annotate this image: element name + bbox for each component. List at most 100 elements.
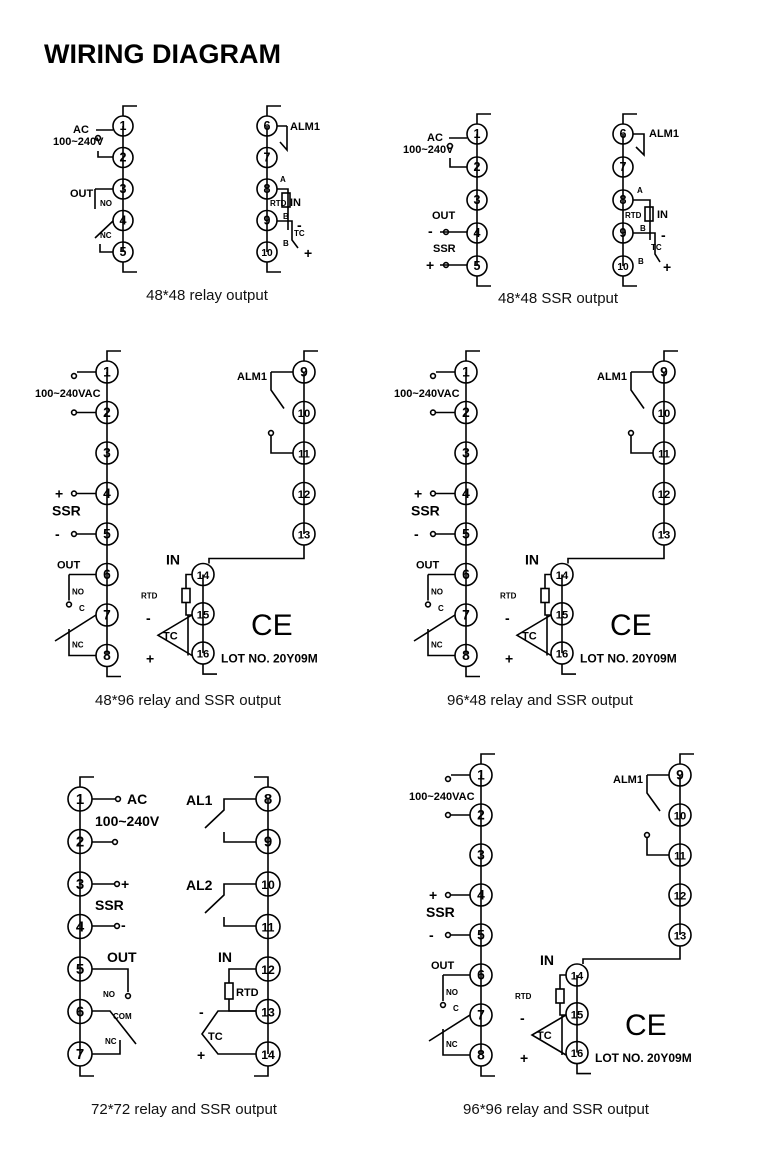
minus-label: - bbox=[520, 1010, 525, 1026]
terminal-number: 16 bbox=[556, 649, 568, 661]
strip-end bbox=[561, 664, 576, 675]
terminal-lug bbox=[444, 775, 452, 783]
bus-link bbox=[208, 545, 305, 564]
alarm-label: ALM1 bbox=[290, 121, 320, 133]
plus-label: + bbox=[663, 259, 671, 275]
rtd-wire bbox=[228, 968, 256, 983]
terminal-number: 5 bbox=[477, 928, 485, 943]
alarm-lead bbox=[646, 838, 669, 856]
plus-label: + bbox=[520, 1050, 528, 1066]
no-label: NO bbox=[72, 588, 84, 597]
terminal-circle bbox=[565, 1001, 589, 1026]
alarm-1-label: AL1 bbox=[186, 792, 213, 808]
terminal-circle bbox=[292, 400, 316, 425]
terminal-number: 3 bbox=[103, 446, 111, 461]
out-label: OUT bbox=[431, 960, 455, 972]
terminal-number: 5 bbox=[76, 961, 84, 978]
input-label: IN bbox=[540, 952, 554, 968]
diagram-caption: 48*48 relay output bbox=[146, 287, 269, 304]
strip-end bbox=[476, 276, 491, 287]
relay-switch bbox=[94, 220, 114, 239]
plus-label: + bbox=[197, 1047, 205, 1063]
voltage-label: 100~240VAC bbox=[35, 388, 101, 400]
terminal-number: 6 bbox=[477, 968, 485, 983]
terminal-number: 2 bbox=[474, 160, 481, 174]
terminal-number: 6 bbox=[76, 1004, 84, 1021]
terminal-lug bbox=[70, 490, 78, 497]
rtd-wire-2 bbox=[228, 999, 256, 1012]
terminal-circle bbox=[191, 641, 215, 665]
terminal-number: 8 bbox=[264, 791, 272, 808]
strip-end bbox=[266, 105, 281, 116]
lot-number: LOT NO. 20Y09M bbox=[595, 1051, 692, 1065]
diagram-caption: 96*48 relay and SSR output bbox=[447, 692, 634, 709]
terminal-lug bbox=[114, 795, 122, 803]
terminal-lug bbox=[113, 880, 121, 888]
terminal-number: 7 bbox=[103, 608, 111, 623]
out-label: OUT bbox=[416, 560, 440, 572]
terminal-number: 7 bbox=[477, 1008, 485, 1023]
rtd-label: RTD bbox=[515, 992, 532, 1001]
terminal-lug bbox=[643, 831, 651, 839]
terminal-circle bbox=[652, 481, 676, 506]
ssr-label: SSR bbox=[411, 503, 440, 519]
terminal-circle bbox=[454, 441, 478, 465]
terminal-circle bbox=[466, 123, 488, 145]
strip-end bbox=[480, 753, 495, 764]
bus-link bbox=[582, 946, 681, 964]
terminal-number: 2 bbox=[103, 405, 111, 420]
no-label: NO bbox=[446, 988, 458, 997]
terminal-circle bbox=[466, 189, 488, 211]
terminal-lug bbox=[442, 228, 450, 236]
relay-switch bbox=[92, 1010, 137, 1045]
rtd-wire bbox=[633, 199, 651, 240]
relay-switch bbox=[428, 1014, 471, 1042]
ac-label: AC bbox=[73, 124, 89, 136]
plus-label: + bbox=[429, 887, 437, 903]
terminal-number: 14 bbox=[556, 570, 569, 582]
terminal-number: 7 bbox=[264, 151, 271, 165]
rtd-resistor bbox=[555, 988, 565, 1004]
ssr-label: SSR bbox=[426, 904, 455, 920]
voltage-label: 100~240V bbox=[403, 144, 454, 156]
terminal-number: 15 bbox=[197, 609, 209, 621]
alarm-label: ALM1 bbox=[597, 371, 627, 383]
terminal-number: 11 bbox=[658, 449, 670, 461]
out-label: OUT bbox=[70, 188, 94, 200]
terminal-number: 10 bbox=[261, 878, 275, 892]
plus-label: + bbox=[426, 257, 434, 273]
terminal-number: 2 bbox=[120, 151, 127, 165]
terminal-lug bbox=[429, 372, 437, 380]
voltage-label: 100~240VAC bbox=[394, 388, 460, 400]
terminal-b-label: B bbox=[283, 212, 289, 221]
strip-end bbox=[106, 350, 121, 361]
alarm-2-label: AL2 bbox=[186, 877, 213, 893]
terminal-lug bbox=[627, 429, 635, 437]
terminal-number: 12 bbox=[674, 891, 686, 903]
terminal-lug bbox=[267, 429, 275, 437]
c-label: C bbox=[453, 1004, 459, 1013]
strip-end bbox=[622, 276, 637, 287]
rtd-label: RTD bbox=[500, 592, 517, 601]
nc-label: NC bbox=[72, 641, 84, 650]
terminal-number: 3 bbox=[76, 876, 84, 893]
plus-label: + bbox=[505, 651, 513, 667]
terminal-lug bbox=[439, 1001, 447, 1009]
lot-number: LOT NO. 20Y09M bbox=[580, 652, 677, 666]
terminal-number: 1 bbox=[76, 791, 84, 808]
alarm-relay bbox=[646, 774, 669, 812]
terminal-number: 13 bbox=[658, 530, 670, 542]
terminal-circle bbox=[550, 641, 574, 665]
rtd-wire bbox=[544, 573, 551, 616]
plus-label: + bbox=[121, 876, 129, 892]
terminal-number: 3 bbox=[474, 193, 481, 207]
minus-label: - bbox=[297, 217, 302, 233]
alarm-relay bbox=[270, 371, 293, 409]
terminal-number: 10 bbox=[617, 262, 629, 273]
rtd-resistor bbox=[644, 206, 654, 222]
terminal-number: 14 bbox=[197, 570, 210, 582]
terminal-number: 5 bbox=[474, 259, 481, 273]
terminal-number: 9 bbox=[300, 365, 308, 380]
rtd-wire bbox=[185, 573, 192, 616]
terminal-circle bbox=[668, 803, 692, 827]
